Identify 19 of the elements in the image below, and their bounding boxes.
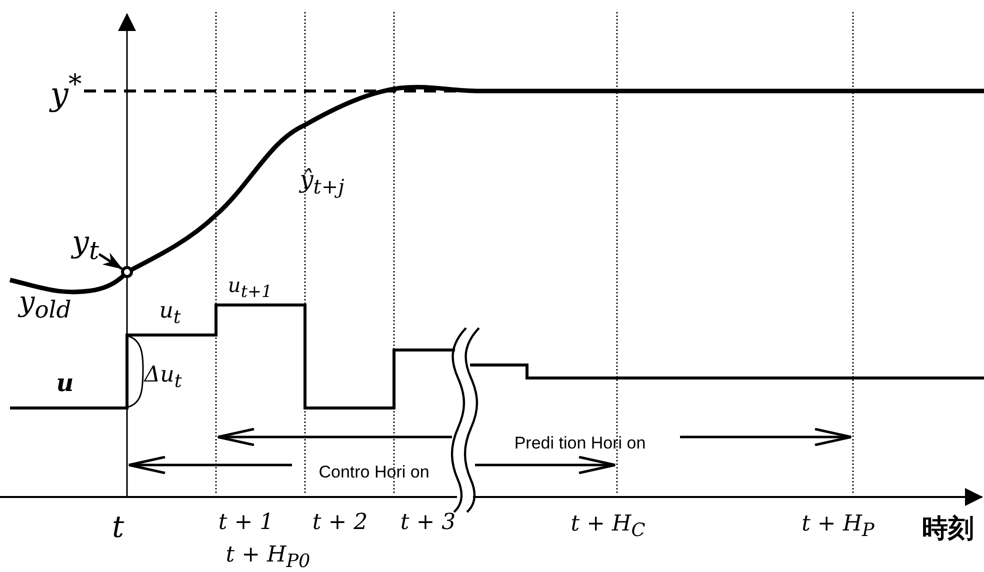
tick-label: t + H$_{P}$ bbox=[802, 514, 874, 540]
input-label: u bbox=[56, 371, 74, 395]
tick-label: t bbox=[112, 513, 124, 543]
increment-label: Δu$_{t}$ bbox=[144, 364, 182, 392]
input-label: u$_{t+1}$ bbox=[228, 275, 272, 301]
leader-arrow bbox=[98, 252, 123, 270]
horizon-label: Contro Hori on bbox=[318, 464, 430, 480]
axis-title: 時刻 bbox=[922, 516, 974, 542]
curve-label: y$_{old}$ bbox=[18, 288, 72, 322]
current-point-marker bbox=[121, 266, 133, 278]
tick-label: t + 3 bbox=[400, 512, 456, 534]
input-label: u$_{t}$ bbox=[159, 300, 181, 328]
tick-label: t + 2 bbox=[312, 512, 368, 534]
curve-label: y$_{t}$ bbox=[72, 228, 99, 263]
setpoint-label: y$^{*}$ bbox=[50, 72, 82, 110]
horizon-label: Predi tion Hori on bbox=[514, 434, 646, 452]
tick-label: t + H$_{P0}$ bbox=[226, 544, 310, 572]
tick-label: t + H$_{C}$ bbox=[570, 514, 646, 540]
tick-label: t + 1 bbox=[218, 512, 274, 534]
